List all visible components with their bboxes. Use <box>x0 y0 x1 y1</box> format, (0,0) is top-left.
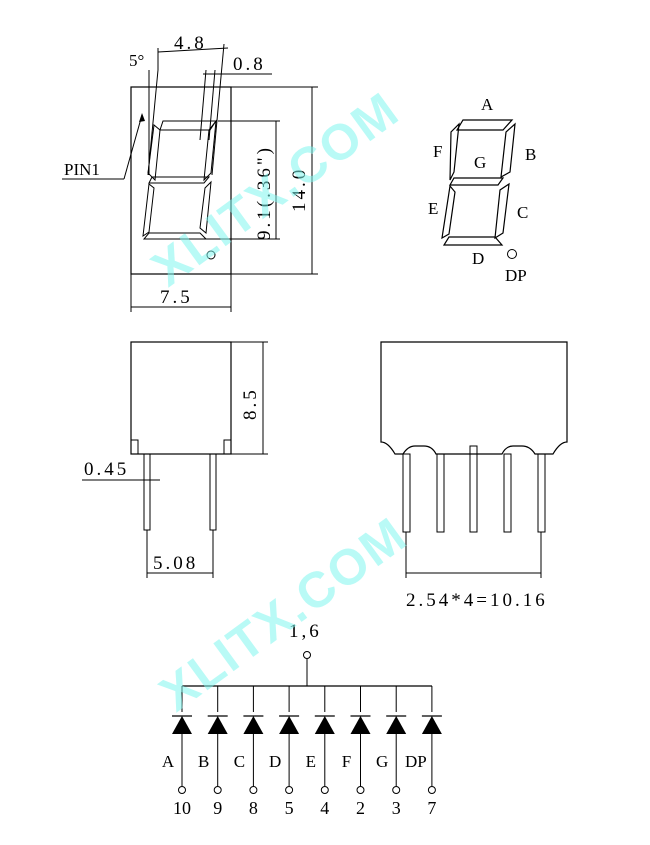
pitch-label: 2.54*4=10.16 <box>406 590 548 611</box>
pin-terminal <box>392 786 401 794</box>
map-label-a: A <box>481 95 494 114</box>
diode-symbol <box>314 716 335 734</box>
dim-08-ext-1 <box>199 69 207 141</box>
diode-segment-label: DP <box>405 752 427 771</box>
side-pin-left <box>143 453 151 531</box>
back-pin-4 <box>503 453 512 533</box>
diode-segment-label: C <box>234 752 245 771</box>
diode-symbol <box>421 716 442 734</box>
diode-segment-label: F <box>342 752 351 771</box>
map-seg-d <box>442 236 504 246</box>
front-digit <box>142 119 217 240</box>
pin-terminal <box>178 786 186 794</box>
map-seg-b <box>500 122 516 179</box>
back-pin-5 <box>537 453 546 533</box>
map-seg-e <box>441 184 456 240</box>
back-pin-3 <box>469 445 478 533</box>
pin-number-label: 2 <box>356 798 365 818</box>
map-label-dp: DP <box>505 266 527 285</box>
map-label-f: F <box>433 142 442 161</box>
front-seg-e <box>142 183 155 238</box>
diode-segment-label: E <box>306 752 316 771</box>
map-label-e: E <box>428 199 438 218</box>
pin1-label: PIN1 <box>64 160 100 179</box>
diode-symbol <box>386 716 407 734</box>
diode-segment-label: A <box>162 752 175 771</box>
pin-number-label: 10 <box>173 798 191 818</box>
front-view: 5° 4.8 0.8 PIN1 9.1(.36") 14.0 7.5 <box>62 33 318 312</box>
front-seg-g <box>148 176 211 184</box>
total-width-label: 7.5 <box>160 287 193 308</box>
front-seg-a <box>159 120 217 131</box>
map-seg-c <box>494 182 510 240</box>
front-seg-b <box>203 119 217 182</box>
diode-segment-label: G <box>376 752 388 771</box>
pin-terminal <box>356 786 365 794</box>
side-body <box>130 341 232 455</box>
segment-map: A B C D E F G DP <box>428 95 536 285</box>
dim-08-ext-2 <box>208 69 216 141</box>
back-view: 2.54*4=10.16 <box>380 341 568 611</box>
pin1-arrow <box>139 113 145 122</box>
digit-height-label: 9.1(.36") <box>254 145 275 240</box>
dim-48-ext-right <box>211 43 225 176</box>
pin-terminal <box>427 786 436 794</box>
side-standoff-left <box>130 439 139 455</box>
diode-symbol <box>243 716 264 734</box>
segment-width-label: 0.8 <box>233 54 266 75</box>
pin-terminal <box>213 786 222 794</box>
pin-number-label: 9 <box>213 798 222 818</box>
diode-symbol <box>172 716 192 734</box>
side-pin-right <box>209 453 217 531</box>
pin-number-label: 5 <box>285 798 294 818</box>
dim-48-line <box>157 47 229 53</box>
diode-segment-label: D <box>269 752 281 771</box>
diode-segment-label: B <box>198 752 209 771</box>
watermark-top: XLITX.COM <box>142 81 410 297</box>
side-view: 8.5 0.45 5.08 <box>82 341 268 578</box>
pin1-leader <box>123 114 143 180</box>
back-pin-2 <box>436 453 445 533</box>
pin-terminal <box>285 786 294 794</box>
pin-terminal <box>249 786 258 794</box>
front-dp-dot <box>206 250 216 260</box>
segment-map-digit <box>441 119 516 246</box>
circuit-diagram: 1,6 A 10 B 9 C 8 D 5 E 4 F 2 G 3 DP 7 <box>162 621 442 818</box>
diode-symbol <box>350 716 371 734</box>
back-body <box>380 341 568 455</box>
map-label-g: G <box>474 153 486 172</box>
common-pin-label: 1,6 <box>289 621 322 642</box>
angle-label: 5° <box>129 51 144 70</box>
pin-number-label: 8 <box>249 798 258 818</box>
map-seg-f <box>449 122 460 181</box>
map-seg-g <box>448 177 505 186</box>
front-seg-c <box>199 180 212 234</box>
watermark-bottom: XLITX.COM <box>150 506 418 722</box>
pin-number-label: 3 <box>392 798 401 818</box>
total-height-label: 14.0 <box>289 167 310 212</box>
map-label-b: B <box>525 145 536 164</box>
map-label-d: D <box>472 249 484 268</box>
pin-diameter-label: 0.45 <box>84 459 129 480</box>
body-height-label: 8.5 <box>240 387 261 420</box>
pin-number-label: 4 <box>320 798 329 818</box>
angle-slant-line <box>147 69 159 176</box>
row-spacing-label: 5.08 <box>153 553 198 574</box>
map-dp-dot <box>507 249 517 259</box>
diode-symbol <box>207 716 228 734</box>
pin-terminal <box>320 786 329 794</box>
front-outline <box>130 86 232 275</box>
map-label-c: C <box>517 203 528 222</box>
diode-symbol <box>279 716 300 734</box>
side-standoff-right <box>223 439 232 455</box>
pin-number-label: 7 <box>427 798 436 818</box>
back-pin-1 <box>402 453 411 533</box>
digit-width-label: 4.8 <box>174 33 207 54</box>
diode-array: A 10 B 9 C 8 D 5 E 4 F 2 G 3 DP 7 <box>162 686 442 818</box>
map-seg-a <box>455 119 514 131</box>
common-terminal <box>303 651 311 659</box>
